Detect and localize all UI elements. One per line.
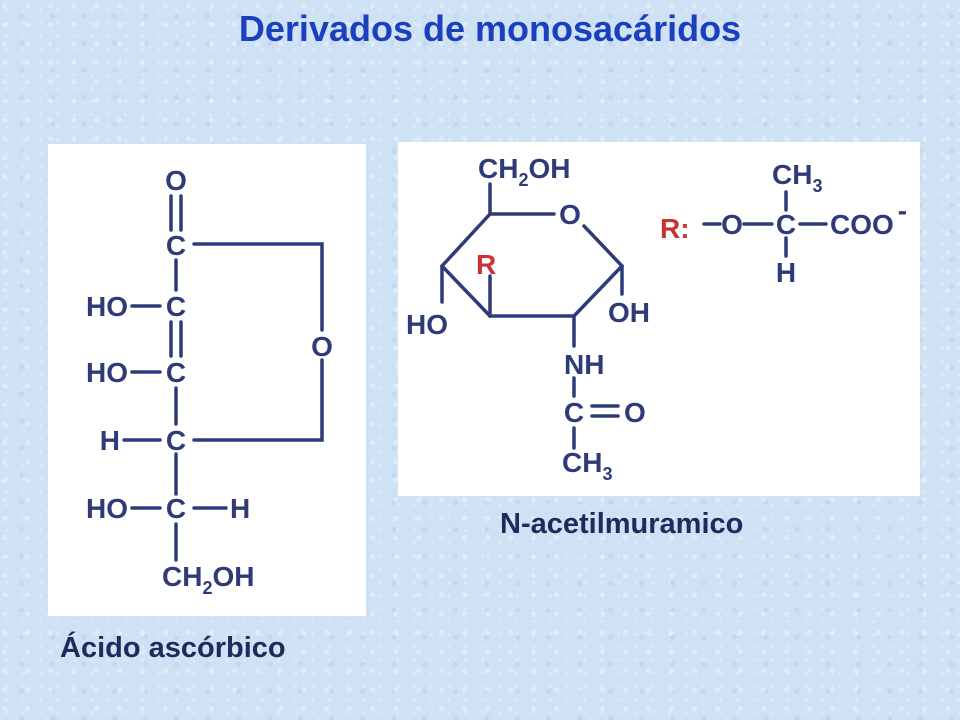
atom-ch2oh-oh: OH (212, 561, 254, 592)
atom-c1: C (166, 230, 186, 261)
atom-ho-5: HO (86, 493, 128, 524)
page-title: Derivados de monosacáridos (238, 8, 742, 49)
bond-c1-ring-o (192, 242, 324, 332)
atom-nh: NH (564, 349, 604, 380)
atom-h-4: H (100, 425, 120, 456)
n-acetylmuramic-structure: CH2OH O R HO OH NH C O CH3 R: O C CH3 CO… (406, 153, 907, 484)
atom-ch2oh-ch: CH (478, 153, 518, 184)
atom-ho-3: HO (86, 357, 128, 388)
atom-ch3: CH3 (562, 447, 612, 484)
bond-ring-c1-c2 (572, 264, 624, 318)
atom-c3: C (166, 357, 186, 388)
atom-c-acyl: C (564, 397, 584, 428)
n-acetylmuramic-panel: CH2OH O R HO OH NH C O CH3 R: O C CH3 CO… (398, 142, 920, 496)
ascorbic-acid-structure: O C HO C HO C H C HO C H O CH2OH (86, 165, 333, 598)
bond-c4-ring-o (192, 358, 324, 442)
atom-o-top: O (165, 165, 187, 196)
atom-ho: HO (406, 309, 448, 340)
r-group-ch3: CH3 (772, 159, 822, 196)
r-group-coo-charge: - (898, 195, 907, 226)
r-group-o: O (721, 209, 743, 240)
atom-ch2oh: CH2OH (478, 153, 570, 190)
r-group-label: R: (660, 213, 690, 244)
r-group-h: H (776, 257, 796, 288)
r-group-coo: COO- (830, 195, 907, 240)
n-acetylmuramic-caption: N-acetilmuramico (500, 508, 744, 540)
bond-ring-c4-c5 (440, 212, 492, 268)
atom-ch2oh-subscript: 2 (202, 578, 212, 598)
r-group-coo-text: COO (830, 209, 894, 240)
atom-ch2oh-ch: CH (162, 561, 202, 592)
ascorbic-acid-caption: Ácido ascórbico (60, 632, 286, 664)
atom-ho-2: HO (86, 291, 128, 322)
atom-o-ring: O (559, 199, 581, 230)
atom-o-ring: O (311, 331, 333, 362)
atom-o-acyl: O (624, 397, 646, 428)
atom-oh: OH (608, 297, 650, 328)
atom-ch2oh-oh: OH (528, 153, 570, 184)
atom-ch3-subscript: 3 (602, 464, 612, 484)
bond-ring-c3-c4 (440, 264, 492, 318)
r-group-c: C (776, 209, 796, 240)
r-group-ch3-ch: CH (772, 159, 812, 190)
atom-ch3-ch: CH (562, 447, 602, 478)
atom-c5: C (166, 493, 186, 524)
atom-c4: C (166, 425, 186, 456)
ascorbic-acid-panel: O C HO C HO C H C HO C H O CH2OH (48, 144, 366, 616)
bond-ring-o-c1 (582, 224, 624, 268)
atom-h-5: H (230, 493, 250, 524)
atom-ch2oh: CH2OH (162, 561, 254, 598)
atom-ch2oh-subscript: 2 (518, 170, 528, 190)
atom-r-label: R (476, 249, 496, 280)
r-group-ch3-subscript: 3 (812, 176, 822, 196)
atom-c2: C (166, 291, 186, 322)
